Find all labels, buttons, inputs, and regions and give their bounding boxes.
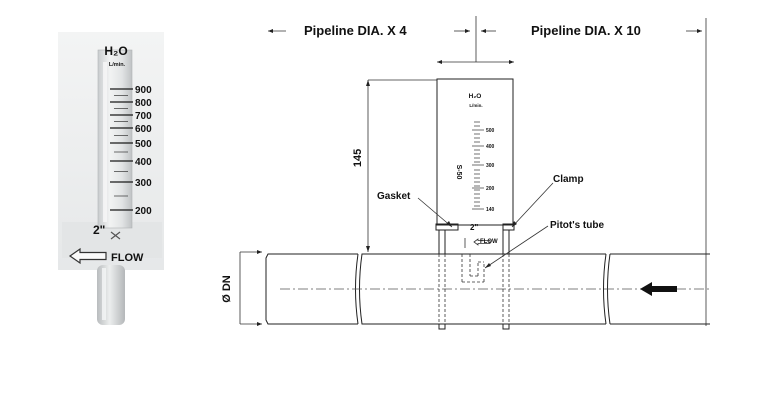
meter-scale-label: 140 [486, 207, 495, 213]
clamp-label: Clamp [553, 174, 584, 185]
meter-flow-label: FLOW [480, 239, 498, 245]
gasket-leader [417, 197, 453, 228]
pipe-left-segment [265, 253, 358, 325]
meter-scale-label: 200 [486, 186, 495, 192]
flowmeter-body: H₂O L/min. S-50 500 400 300 200 140 2" [436, 78, 514, 232]
installation-drawing: Pipeline DIA. X 4 Pipeline DIA. X 10 145… [221, 16, 712, 330]
diameter-label: Ø DN [221, 275, 233, 303]
upstream-dimension [268, 29, 470, 33]
pitot-tube-label: Pitot's tube [550, 220, 604, 231]
clamp-assembly [435, 223, 515, 330]
meter-unit-label: L/min. [469, 103, 482, 108]
pipe-right-segment [610, 253, 710, 325]
downstream-dimension [481, 29, 702, 33]
downstream-length-label: Pipeline DIA. X 10 [531, 23, 641, 38]
height-label: 145 [352, 149, 364, 167]
photo-bottom-stem [97, 265, 125, 325]
photo-tube-highlight [103, 62, 107, 222]
photo-unit-label: L/min. [109, 62, 126, 68]
photo-flow-label: FLOW [111, 252, 144, 264]
photo-stem-highlight [102, 268, 106, 320]
flowmeter-photo: H₂O L/min. 900 800 700 600 500 400 300 200 2" F… [58, 32, 164, 325]
meter-flow-arrow-icon [473, 238, 491, 246]
pitot-tube-leader [484, 225, 549, 269]
photo-fluid-label: H₂O [104, 44, 127, 58]
flow-direction-arrow-icon [640, 282, 677, 296]
meter-scale-label: 300 [486, 163, 495, 169]
meter-scale-label: 400 [486, 144, 495, 150]
meter-fluid-label: H₂O [469, 93, 482, 100]
photo-scale-label: 600 [135, 124, 152, 135]
photo-flow-arrow-icon [68, 247, 107, 265]
photo-scale-label: 900 [135, 85, 152, 96]
meter-scale-label: 500 [486, 128, 495, 134]
pitot-tube [461, 254, 485, 283]
photo-scale-label: 200 [135, 206, 152, 217]
gasket-label: Gasket [377, 191, 411, 202]
meter-scale-ticks [472, 121, 484, 210]
photo-scale-ticks [110, 88, 133, 211]
photo-scale-label: 700 [135, 111, 152, 122]
photo-scale-label: 500 [135, 139, 152, 150]
photo-size-label: 2" [93, 223, 105, 237]
meter-size-label: 2" [470, 223, 478, 232]
photo-scale-label: 400 [135, 157, 152, 168]
photo-scale-labels: 900 800 700 600 500 400 300 200 [135, 85, 152, 217]
clamp-leader [511, 182, 554, 228]
upstream-length-label: Pipeline DIA. X 4 [304, 23, 407, 38]
photo-scale-label: 800 [135, 98, 152, 109]
pipe-break-right-a [603, 253, 607, 325]
photo-scale-label: 300 [135, 178, 152, 189]
meter-housing [436, 78, 514, 226]
meter-model-label: S-50 [455, 165, 462, 180]
meter-scale-labels: 500 400 300 200 140 [486, 128, 495, 213]
photo-float-mark [110, 231, 121, 240]
